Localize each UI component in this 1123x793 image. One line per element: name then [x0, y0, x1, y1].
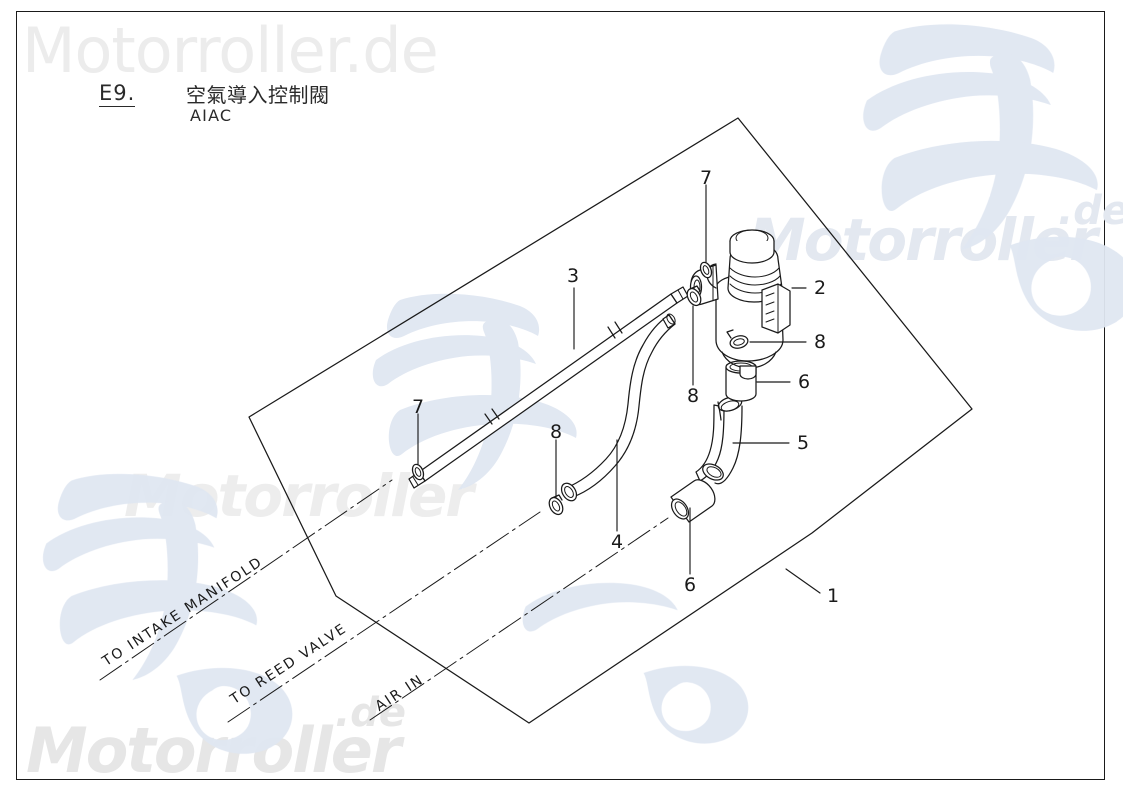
part-5-elbow-hose: [695, 396, 743, 485]
callout-8-upper-right: 8: [687, 385, 700, 407]
callout-2: 2: [814, 277, 827, 299]
part-3-long-pipe: [408, 286, 689, 489]
page-border: [16, 11, 1105, 780]
section-code: E9.: [99, 81, 136, 107]
callout-6-lower: 6: [684, 574, 697, 596]
flow-centerlines: [99, 479, 669, 723]
part-6-sleeve-lower: [670, 479, 716, 523]
leader-lines: [417, 184, 821, 594]
part-8-clamp-mid: [548, 494, 564, 516]
part-7-clip-upper: [699, 261, 713, 279]
section-title-chinese: 空氣導入控制閥: [186, 83, 330, 107]
part-1-plate-outline: [248, 117, 973, 724]
callout-8-mid: 8: [550, 421, 563, 443]
part-8-clamp-valve: [726, 329, 749, 349]
callout-4: 4: [611, 531, 624, 553]
part-7-clip-left: [411, 463, 425, 481]
callout-3: 3: [567, 265, 580, 287]
callout-7-upper: 7: [700, 167, 713, 189]
callout-8-valve: 8: [814, 331, 827, 353]
section-title-english: AIAC: [190, 106, 233, 125]
part-4-bent-hose: [560, 313, 676, 502]
callout-1: 1: [827, 585, 840, 607]
part-2-aiac-valve: [689, 229, 791, 380]
callout-5: 5: [797, 432, 810, 454]
callout-6-upper: 6: [798, 371, 811, 393]
part-8-clamp-upper-right: [686, 285, 702, 307]
callout-7-left: 7: [412, 396, 425, 418]
